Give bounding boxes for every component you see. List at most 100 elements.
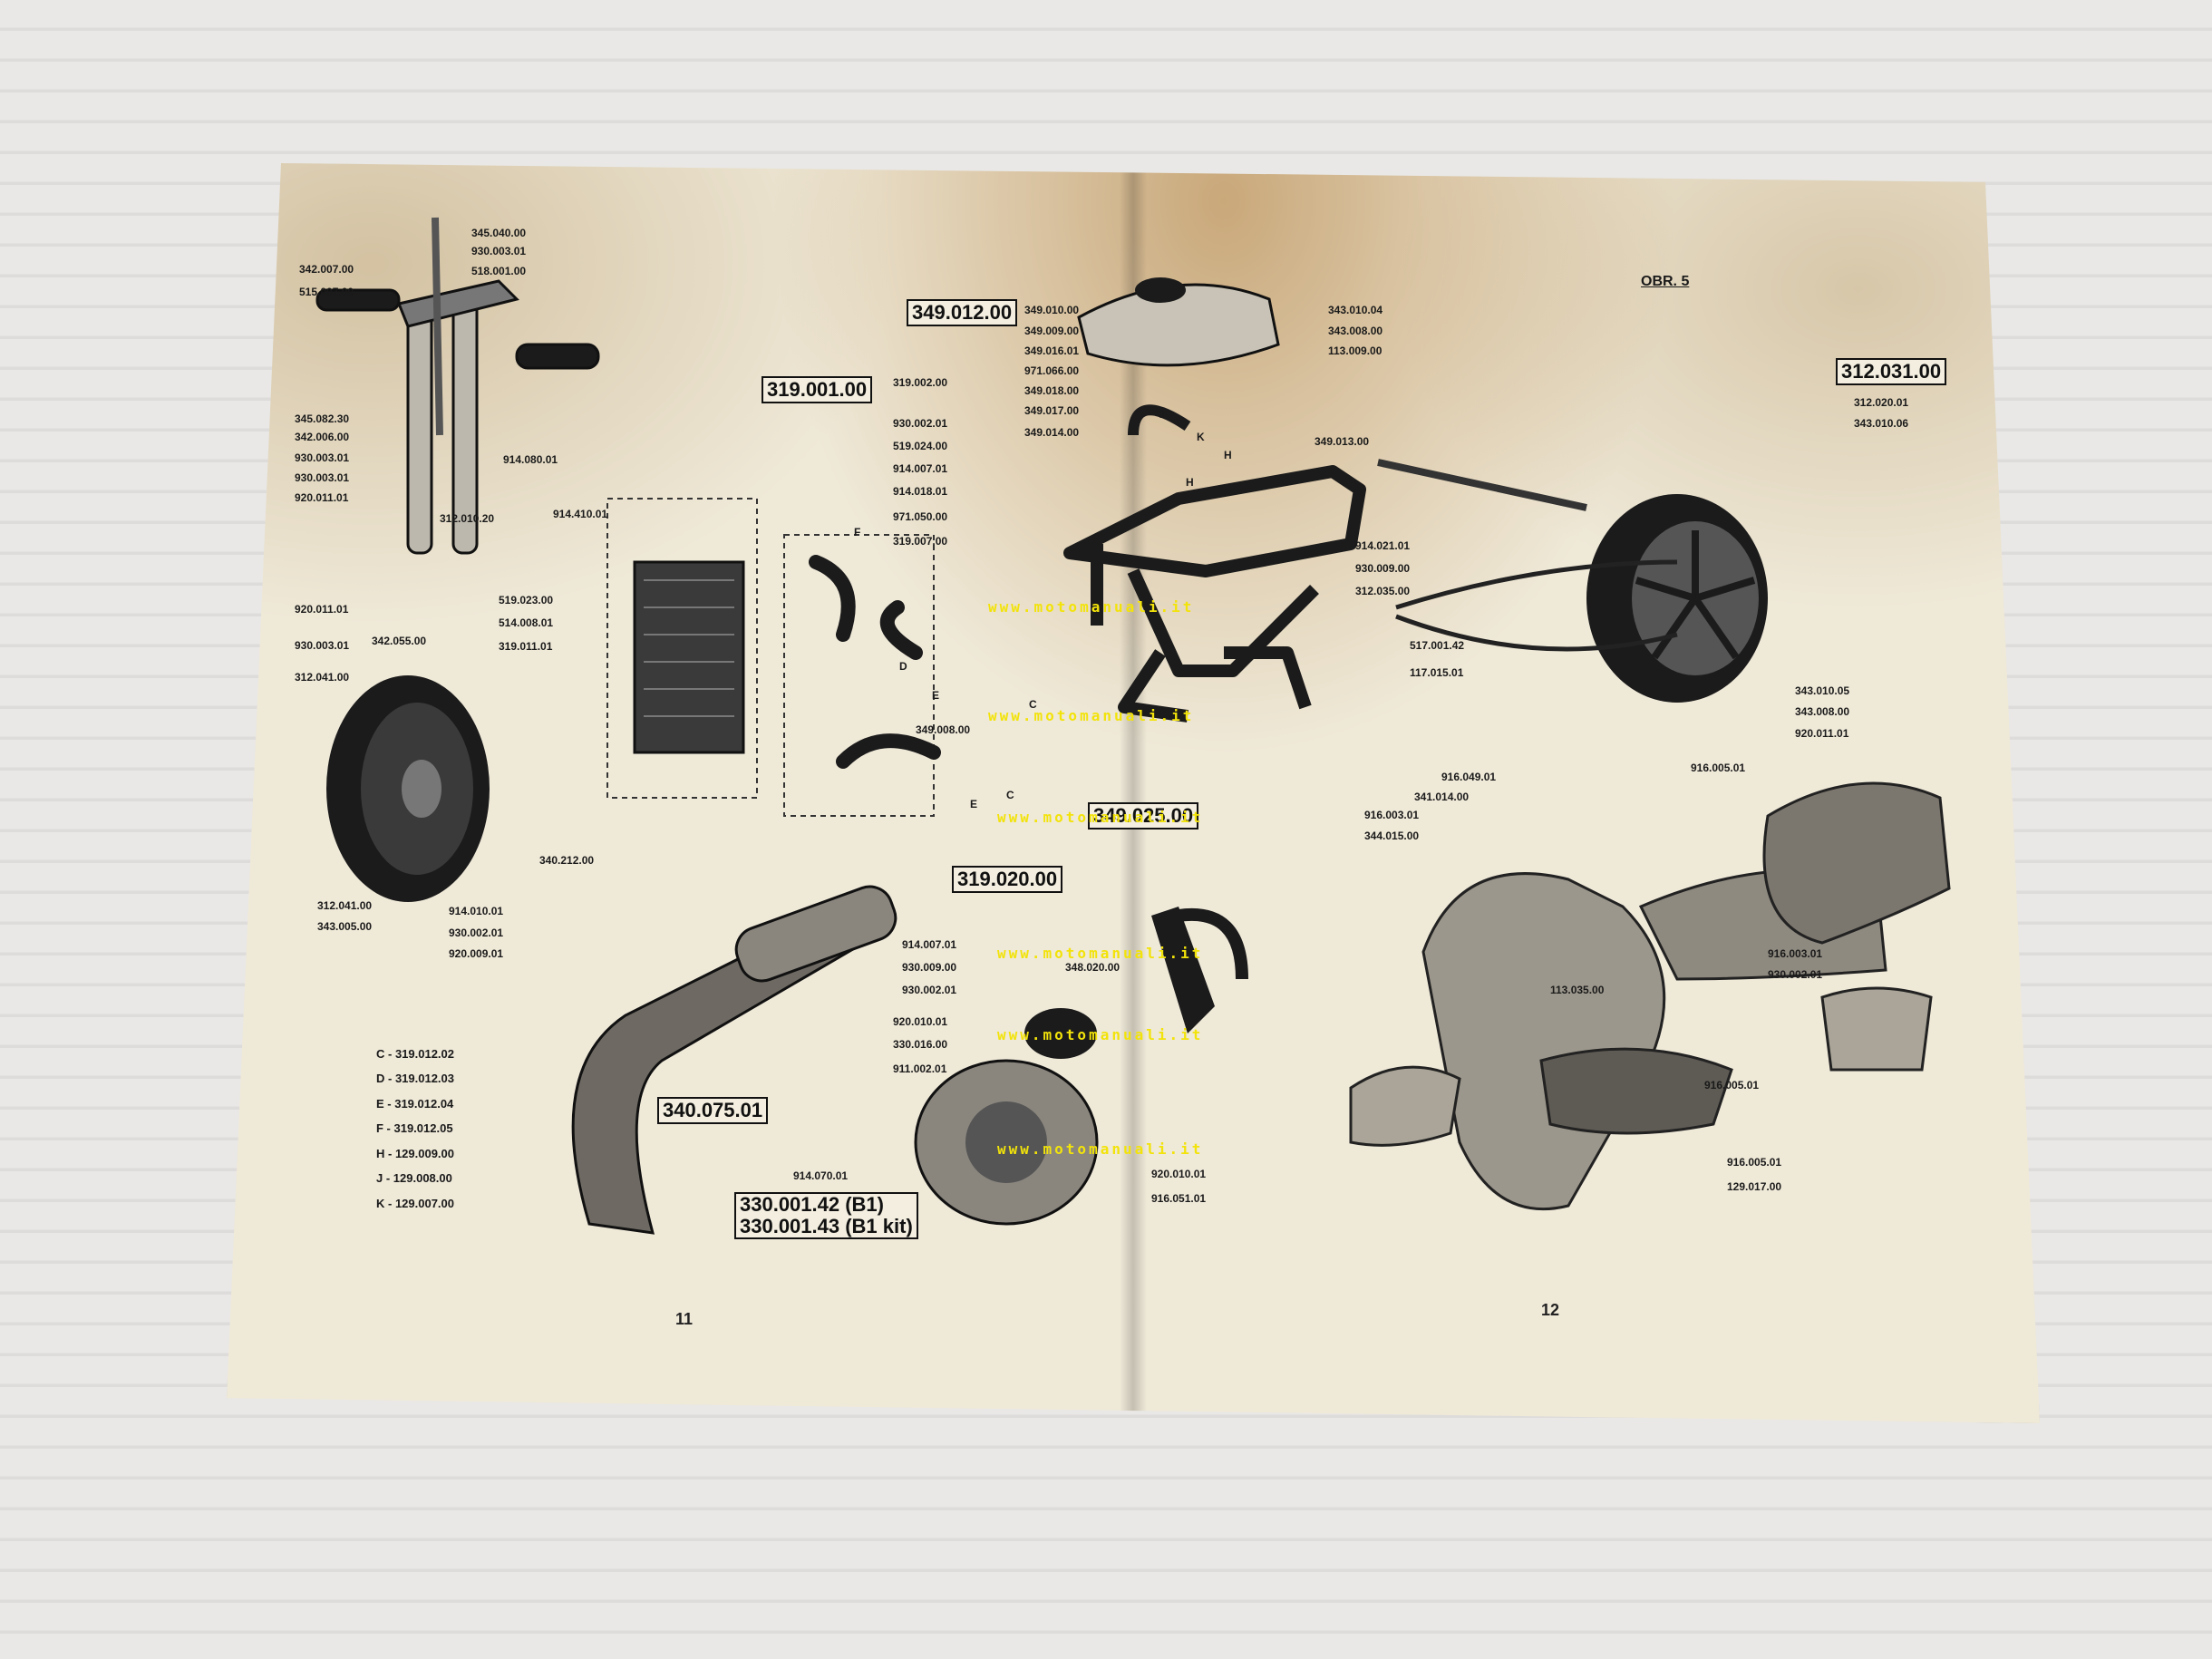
part-number: 349.017.00 [1024,404,1080,417]
letter-marker: C [1029,698,1037,711]
exhaust-drawing [571,885,897,1235]
front-wheel-drawing [326,675,490,902]
part-number: 914.021.01 [1355,539,1411,552]
part-number: 343.008.00 [1328,325,1383,337]
legend-item: H - 129.009.00 [376,1147,455,1160]
watermark: www.motomanuali.it [997,1026,1204,1043]
page-fold [1120,163,1147,1423]
part-number: 518.001.00 [471,265,527,277]
part-number: 349.008.00 [916,723,971,736]
letter-marker: K [1197,431,1205,443]
part-number: 343.010.05 [1795,684,1850,697]
label-engine: 330.001.42 (B1) 330.001.43 (B1 kit) [734,1192,918,1239]
part-number: 916.005.01 [1727,1156,1782,1169]
part-number: 930.003.01 [471,245,527,257]
label-hose-kit: 349.025.00 [1088,802,1199,830]
part-number: 930.003.01 [295,471,350,484]
part-number: 914.010.01 [449,905,504,917]
frame-drawing [1063,465,1366,723]
letter-marker: H [1186,476,1194,489]
letter-marker: D [899,660,907,673]
part-number: 920.011.01 [1795,727,1849,740]
part-number: 920.011.01 [295,491,349,504]
part-number: 916.005.01 [1704,1079,1760,1091]
letter-marker: E [932,689,940,702]
legend-item: E - 319.012.04 [376,1097,454,1111]
part-number: 319.002.00 [893,376,948,389]
watermark: www.motomanuali.it [997,1140,1204,1158]
part-number: 348.020.00 [1065,961,1121,974]
part-number: 920.009.01 [449,947,504,960]
part-number: 349.016.01 [1024,344,1080,357]
part-number: 342.007.00 [299,263,354,276]
part-number: 916.051.01 [1151,1192,1207,1205]
watermark: www.motomanuali.it [997,809,1204,826]
part-number: 519.024.00 [893,440,948,452]
page-number-left: 11 [675,1310,694,1328]
radiator-drawing [606,498,935,817]
part-number: 515.007.00 [299,286,354,298]
part-number: 930.002.01 [449,927,504,939]
part-number: 914.018.01 [893,485,948,498]
legend-item: D - 319.012.03 [376,1072,455,1085]
part-number: 345.040.00 [471,227,527,239]
part-number: 343.008.00 [1795,705,1850,718]
fairing-drawing [1349,781,1951,1211]
part-number: 517.001.42 [1410,639,1465,652]
part-number: 312.010.20 [440,512,495,525]
letter-marker: J [1159,408,1165,421]
watermark: www.motomanuali.it [988,707,1195,724]
part-number: 930.003.01 [295,639,350,652]
legend-item: J - 129.008.00 [376,1171,452,1185]
part-number: 914.410.01 [553,508,608,520]
part-number: 920.011.01 [295,603,349,616]
rear-wheel-drawing [1377,459,1768,703]
part-number: 341.014.00 [1414,791,1470,803]
figure-label: OBR. 5 [1641,274,1690,289]
part-number: 914.080.01 [503,453,558,466]
letter-marker: C [1006,789,1014,801]
coolant-hoses-drawing [809,555,941,769]
part-number: 914.007.01 [893,462,948,475]
watermark: www.motomanuali.it [988,598,1195,616]
part-number: 345.082.30 [295,412,350,425]
part-number: 920.010.01 [893,1015,948,1028]
part-number: 914.007.01 [902,938,957,951]
part-number: 312.041.00 [295,671,350,684]
part-number: 349.010.00 [1024,304,1080,316]
part-number: 920.010.01 [1151,1168,1207,1180]
page-number-right: 12 [1541,1301,1560,1319]
part-number: 916.005.01 [1691,762,1746,774]
part-number: 911.002.01 [893,1062,947,1075]
letter-marker: H [1224,449,1232,461]
part-number: 129.017.00 [1727,1180,1782,1193]
part-number: 930.003.01 [295,451,350,464]
part-number: 519.023.00 [499,594,554,606]
part-number: 971.066.00 [1024,364,1080,377]
part-number: 342.006.00 [295,431,350,443]
part-number: 930.009.00 [1355,562,1411,575]
part-number: 914.070.01 [793,1169,849,1182]
part-number: 342.055.00 [372,635,427,647]
part-number: 349.009.00 [1024,325,1080,337]
legend-item: C - 319.012.02 [376,1047,455,1061]
label-rear-wheel-assembly: 312.031.00 [1836,358,1947,385]
part-number: 930.002.01 [1768,968,1823,981]
legend-item: F - 319.012.05 [376,1121,453,1135]
part-number: 343.010.04 [1328,304,1383,316]
letter-marker: E [970,798,978,810]
engine-label-b1-kit: 330.001.43 (B1 kit) [740,1215,913,1237]
part-number: 312.035.00 [1355,585,1411,597]
parts-manual: 349.012.00 319.001.00 312.031.00 319.020… [227,163,2040,1423]
part-number: 916.049.01 [1441,771,1497,783]
label-radiator-kit: 319.020.00 [952,866,1063,893]
part-number: 330.016.00 [893,1038,948,1051]
part-number: 113.035.00 [1550,984,1605,996]
exploded-diagram [315,217,1951,1235]
part-number: 343.010.06 [1854,417,1909,430]
legend-item: K - 129.007.00 [376,1197,455,1210]
part-number: 319.011.01 [499,640,553,653]
part-number: 930.002.01 [902,984,957,996]
part-number: 349.013.00 [1315,435,1370,448]
part-number: 117.015.01 [1410,666,1464,679]
